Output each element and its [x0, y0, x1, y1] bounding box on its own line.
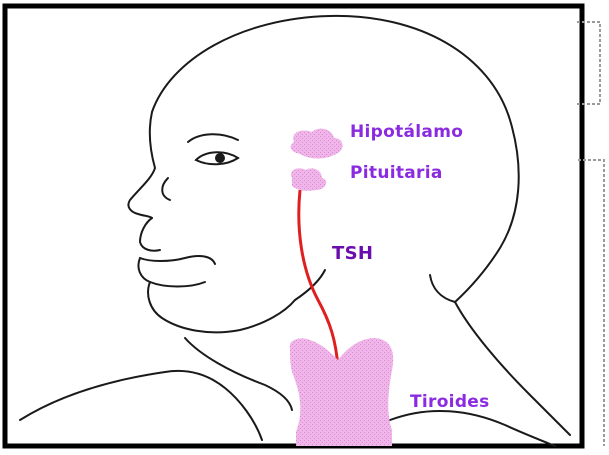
- thyroid-label: Tiroides: [410, 392, 490, 412]
- pituitary-label: Pituitaria: [350, 163, 443, 183]
- hypothalamus-label: Hipotálamo: [350, 122, 463, 142]
- tsh-label: TSH: [332, 243, 373, 264]
- image-frame: [5, 6, 582, 446]
